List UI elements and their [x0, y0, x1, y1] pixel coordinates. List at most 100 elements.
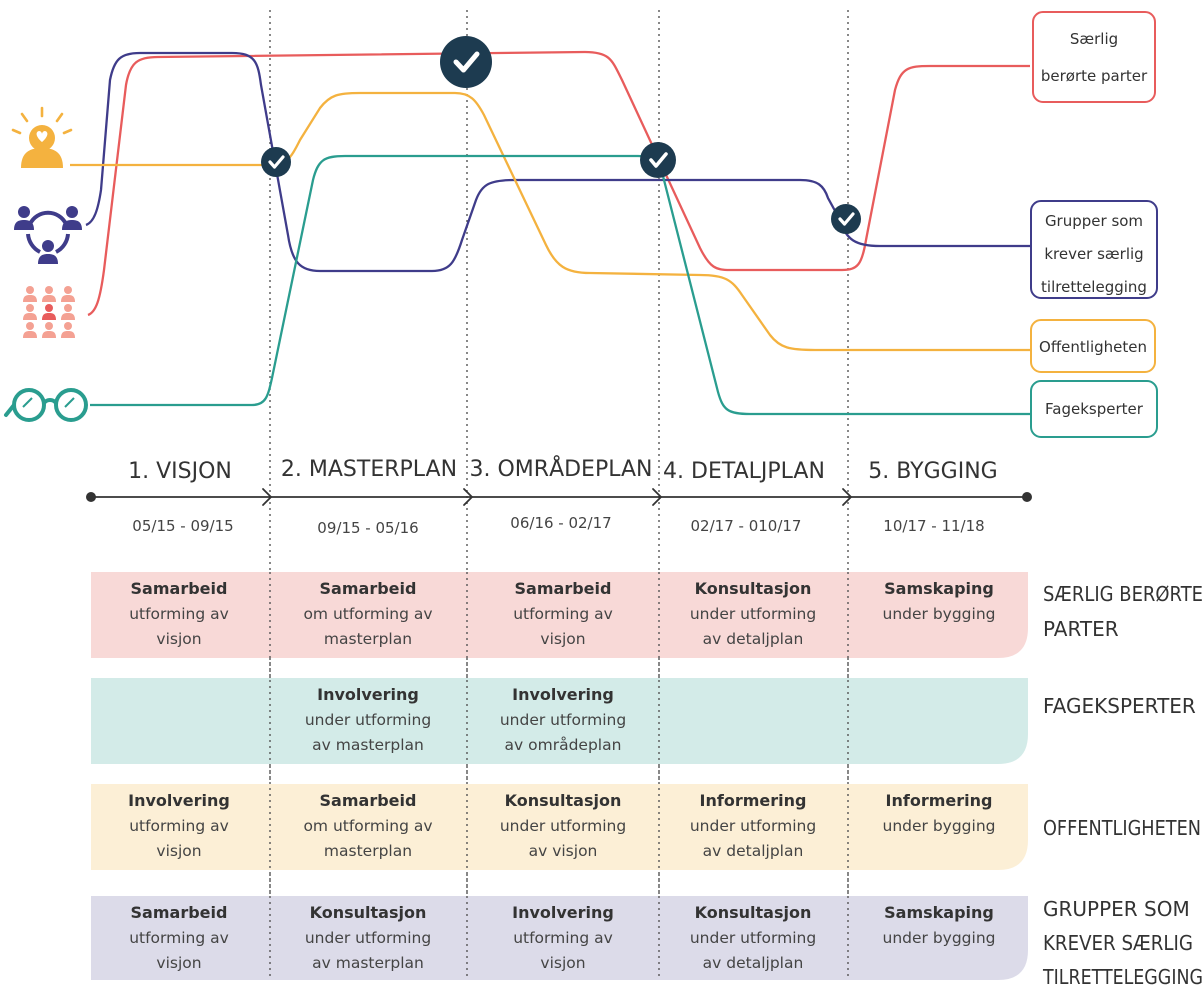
cell-title: Samskaping	[884, 579, 994, 598]
row-label: FAGEKSPERTER	[1043, 694, 1196, 718]
cell-line: av detaljplan	[703, 954, 804, 972]
chevron-right-icon	[842, 488, 852, 506]
cell-line: masterplan	[324, 842, 412, 860]
phase-labels: 1. VISJON 2. MASTERPLAN 3. OMRÅDEPLAN 4.…	[128, 455, 998, 484]
legend-box-experts: Fageksperter	[1030, 380, 1158, 438]
cell-title: Informering	[886, 791, 993, 810]
cell-title: Involvering	[512, 903, 614, 922]
cell-title: Samarbeid	[320, 579, 417, 598]
cell-line: om utforming av	[303, 817, 432, 835]
cell-line: utforming av	[513, 929, 613, 947]
legend-label: Offentligheten	[1039, 338, 1147, 356]
cell-title: Informering	[700, 791, 807, 810]
cell-line: visjon	[540, 630, 585, 648]
cell-line: visjon	[156, 954, 201, 972]
band-affected	[91, 572, 1028, 658]
band-public	[91, 784, 1028, 870]
cell-line: under utforming	[305, 711, 431, 729]
cell-line: under bygging	[883, 929, 996, 947]
group-circle-icon	[14, 206, 82, 264]
legend-label: Grupper som	[1045, 212, 1143, 230]
row-labels: SÆRLIG BERØRTE PARTER FAGEKSPERTER OFFEN…	[1042, 582, 1203, 987]
check-icon	[261, 147, 291, 177]
check-badges	[261, 36, 861, 234]
cell-title: Involvering	[317, 685, 419, 704]
stakeholder-lines	[70, 50, 1030, 416]
cell-line: utforming av	[129, 817, 229, 835]
cell-line: utforming av	[129, 605, 229, 623]
phase-dates: 02/17 - 010/17	[691, 517, 802, 535]
cell-title: Samarbeid	[131, 579, 228, 598]
cell-line: under bygging	[883, 817, 996, 835]
phase-dates: 05/15 - 09/15	[132, 517, 233, 535]
crowd-icon	[23, 286, 75, 338]
cell-title: Samarbeid	[515, 579, 612, 598]
cell-title: Konsultasjon	[695, 903, 812, 922]
row-affected: Samarbeid utforming av visjon Samarbeid …	[129, 579, 995, 648]
phase-dates: 05/15 - 09/15 09/15 - 05/16 06/16 - 02/1…	[132, 514, 984, 537]
legend-box-affected: Særlig berørte parter	[1032, 11, 1156, 103]
cell-title: Samskaping	[884, 903, 994, 922]
bands	[91, 572, 1028, 980]
affected-line	[87, 50, 1030, 317]
phase-label: 4. DETALJPLAN	[663, 459, 825, 484]
legend-label: Særlig	[1070, 30, 1118, 48]
chevron-right-icon	[652, 488, 662, 506]
band-groups	[91, 896, 1028, 980]
legend-label: Fageksperter	[1045, 400, 1144, 418]
cell-line: utforming av	[513, 605, 613, 623]
cell-line: under utforming	[690, 605, 816, 623]
public-line	[70, 91, 1030, 352]
phase-label: 2. MASTERPLAN	[281, 457, 457, 482]
legend-label: tilrettelegging	[1041, 278, 1147, 296]
cell-line: under utforming	[500, 711, 626, 729]
cell-line: av områdeplan	[505, 736, 622, 754]
cell-line: under utforming	[690, 929, 816, 947]
cell-title: Involvering	[512, 685, 614, 704]
cell-title: Samarbeid	[320, 791, 417, 810]
timeline-start-dot	[86, 492, 96, 502]
groups-line	[85, 51, 1030, 273]
cell-line: av detaljplan	[703, 842, 804, 860]
timeline: 1. VISJON 2. MASTERPLAN 3. OMRÅDEPLAN 4.…	[86, 455, 1032, 537]
phase-label: 1. VISJON	[128, 459, 232, 484]
phase-dividers	[269, 10, 849, 960]
row-groups: Samarbeid utforming av visjon Konsultasj…	[129, 903, 995, 972]
cell-title: Konsultasjon	[505, 791, 622, 810]
row-label: SÆRLIG BERØRTE	[1043, 582, 1203, 606]
cell-title: Involvering	[128, 791, 230, 810]
cell-line: av masterplan	[312, 954, 424, 972]
cell-line: visjon	[156, 630, 201, 648]
legend-label: berørte parter	[1041, 67, 1148, 85]
check-icon	[640, 142, 676, 178]
check-icon	[831, 204, 861, 234]
experts-line	[90, 154, 1030, 416]
cell-line: visjon	[156, 842, 201, 860]
row-label: KREVER SÆRLIG	[1043, 931, 1193, 955]
row-public: Involvering utforming av visjon Samarbei…	[128, 791, 995, 860]
cell-line: av detaljplan	[703, 630, 804, 648]
cell-line: under bygging	[883, 605, 996, 623]
row-experts: Involvering under utforming av masterpla…	[305, 685, 626, 754]
band-cells: Samarbeid utforming av visjon Samarbeid …	[128, 579, 995, 972]
cell-line: om utforming av	[303, 605, 432, 623]
row-label: OFFENTLIGHETEN	[1043, 816, 1201, 840]
cell-title: Konsultasjon	[310, 903, 427, 922]
cell-line: under utforming	[500, 817, 626, 835]
phase-dates: 06/16 - 02/17	[510, 514, 611, 532]
phase-dates: 09/15 - 05/16	[317, 519, 418, 537]
legend-label: krever særlig	[1044, 245, 1143, 263]
cell-title: Samarbeid	[131, 903, 228, 922]
row-label: PARTER	[1043, 617, 1119, 641]
cell-line: av visjon	[529, 842, 598, 860]
row-label: GRUPPER SOM	[1043, 897, 1190, 921]
cell-line: under utforming	[305, 929, 431, 947]
row-label: TILRETTELEGGING	[1042, 965, 1203, 987]
phase-label: 3. OMRÅDEPLAN	[470, 455, 653, 482]
legend-box-groups: Grupper som krever særlig tilretteleggin…	[1030, 200, 1158, 299]
chevron-right-icon	[463, 488, 473, 506]
legend: Særlig berørte parter Grupper som krever…	[1030, 11, 1158, 438]
person-with-heart-icon	[11, 106, 73, 168]
chevron-right-icon	[262, 488, 272, 506]
